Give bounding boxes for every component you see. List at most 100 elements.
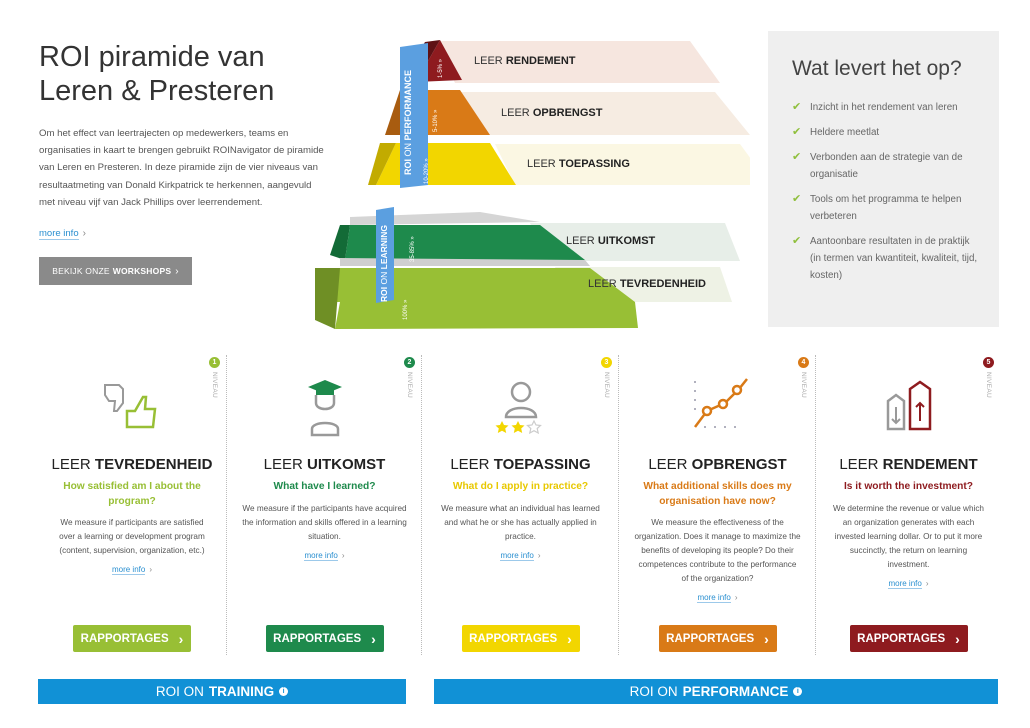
chevron-right-icon: › xyxy=(341,550,345,560)
label-name: RENDEMENT xyxy=(505,55,576,67)
roi-on-training-bar[interactable]: ROI ON TRAINING i xyxy=(38,679,406,704)
card-description: We determine the revenue or value which … xyxy=(833,503,984,569)
benefit-item: ✔ Verbonden aan de strategie van de organ… xyxy=(792,149,979,183)
band-opbrengst xyxy=(460,92,750,135)
chevron-right-icon: › xyxy=(175,265,179,277)
chevron-right-icon: › xyxy=(734,593,738,602)
title-name: UITKOMST xyxy=(307,456,386,473)
label-name: UITKOMST xyxy=(597,235,656,247)
line-chart-icon xyxy=(693,378,748,428)
intro-text: Om het effect van leertrajecten op medew… xyxy=(39,128,324,208)
more-info-link[interactable]: more info xyxy=(888,578,922,589)
rapportages-button[interactable]: RAPPORTAGES › xyxy=(461,625,580,652)
workshops-bold: WORKSHOPS xyxy=(112,266,172,277)
more-info-link[interactable]: more info xyxy=(111,565,146,575)
graduate-icon xyxy=(307,380,342,437)
thumbs-down-up-icon xyxy=(104,384,157,429)
benefit-item: ✔Inzicht in het rendement van leren xyxy=(792,99,979,116)
rapportages-button[interactable]: RAPPORTAGES› xyxy=(658,625,777,652)
pyramid-label-opbrengst: LEER OPBRENGST xyxy=(501,107,603,119)
more-info-row: more info› xyxy=(304,549,345,562)
title-name: TEVREDENHEID xyxy=(94,456,213,473)
pct-uitkomst: 35-85% » xyxy=(410,236,416,262)
button-label: RAPPORTAGES xyxy=(80,632,169,645)
more-info-row: more info› xyxy=(888,577,929,590)
chevron-right-icon: › xyxy=(537,550,541,560)
ribbon-on: ON xyxy=(403,142,413,157)
check-icon: ✔ xyxy=(792,235,802,247)
niveau-label: NIVEAU xyxy=(603,372,610,399)
check-icon: ✔ xyxy=(792,151,802,163)
person-stars-icon xyxy=(495,381,542,435)
chevron-right-icon: › xyxy=(178,630,184,647)
rapportages-button[interactable]: RAPPORTAGES› xyxy=(265,625,384,652)
tier-tevredenheid xyxy=(315,268,635,302)
more-info-link[interactable]: more info xyxy=(697,593,731,603)
benefit-text: Inzicht in het rendement van leren xyxy=(810,102,958,113)
bar-prefix: ROI ON xyxy=(155,684,204,699)
niveau-number: 3 xyxy=(601,357,612,368)
info-icon[interactable]: i xyxy=(793,687,803,696)
roi-learning-ribbon xyxy=(376,207,394,303)
label-prefix: LEER xyxy=(527,158,556,170)
pct-opbrengst: 5-10% » xyxy=(433,109,439,132)
tier-tevredenheid-front xyxy=(335,302,638,329)
tier-toepassing xyxy=(376,143,516,185)
pct-tevredenheid: 100% » xyxy=(403,299,409,320)
intro-column: Om het effect van leertrajecten op medew… xyxy=(39,125,324,286)
card-title: LEER RENDEMENT xyxy=(839,455,977,475)
tier-uitkomst-side xyxy=(330,225,350,260)
chevron-right-icon: › xyxy=(567,630,572,647)
benefit-text: Verbonden aan de strategie van de organi… xyxy=(810,152,963,180)
card-title: LEER OPBRENGST xyxy=(648,455,786,475)
title-name: TOEPASSING xyxy=(493,456,591,473)
more-info-link[interactable]: more info xyxy=(39,228,79,241)
more-info-link[interactable]: more info xyxy=(304,550,338,561)
bar-prefix: ROI ON xyxy=(629,684,678,699)
tier-tevredenheid-top xyxy=(340,258,590,266)
benefits-title: Wat levert het op? xyxy=(792,57,962,80)
roi-on-learning-label: ROI ON LEARNING xyxy=(379,225,389,302)
workshops-prefix: BEKIJK ONZE xyxy=(52,266,110,277)
info-icon[interactable]: i xyxy=(279,687,289,696)
bar-bold: TRAINING xyxy=(208,684,275,699)
benefit-text: Aantoonbare resultaten in de praktijk (i… xyxy=(810,236,978,281)
card-title: LEER TEVREDENHEID xyxy=(52,455,213,475)
ribbon-roi: ROI xyxy=(403,158,413,175)
more-info-row: more info› xyxy=(500,549,541,562)
band-rendement xyxy=(435,41,720,83)
tier-toepassing-side xyxy=(368,143,396,185)
more-info-link[interactable]: more info xyxy=(500,550,534,561)
rapportages-button[interactable]: RAPPORTAGES› xyxy=(849,625,968,652)
label-name: TEVREDENHEID xyxy=(619,278,706,290)
ribbon-performance: PERFORMANCE xyxy=(403,69,413,141)
card-description: We measure if participants are satisfied… xyxy=(59,518,205,555)
ribbon-roi: ROI xyxy=(379,286,389,302)
pct-toepassing: 10-20% » xyxy=(424,158,430,184)
niveau-number: 1 xyxy=(209,357,220,368)
title-name: RENDEMENT xyxy=(882,456,978,473)
band-toepassing xyxy=(495,144,750,185)
label-prefix: LEER xyxy=(474,55,503,67)
card-body: LEER RENDEMENT Is it worth the investmen… xyxy=(817,455,1000,590)
benefit-item: ✔Tools om het programma te helpen verbet… xyxy=(792,191,979,225)
niveau-label: NIVEAU xyxy=(985,372,992,399)
card-body: LEER OPBRENGST What additional skills do… xyxy=(620,455,815,604)
more-info-row: more info› xyxy=(39,225,86,241)
tier-uitkomst xyxy=(345,225,585,260)
rapportages-button[interactable]: RAPPORTAGES › xyxy=(73,625,191,652)
houses-arrows-icon xyxy=(886,380,931,431)
title-prefix: LEER xyxy=(839,456,879,473)
button-label: RAPPORTAGES xyxy=(469,632,558,645)
divider xyxy=(815,355,816,655)
title-prefix: LEER xyxy=(648,456,688,473)
